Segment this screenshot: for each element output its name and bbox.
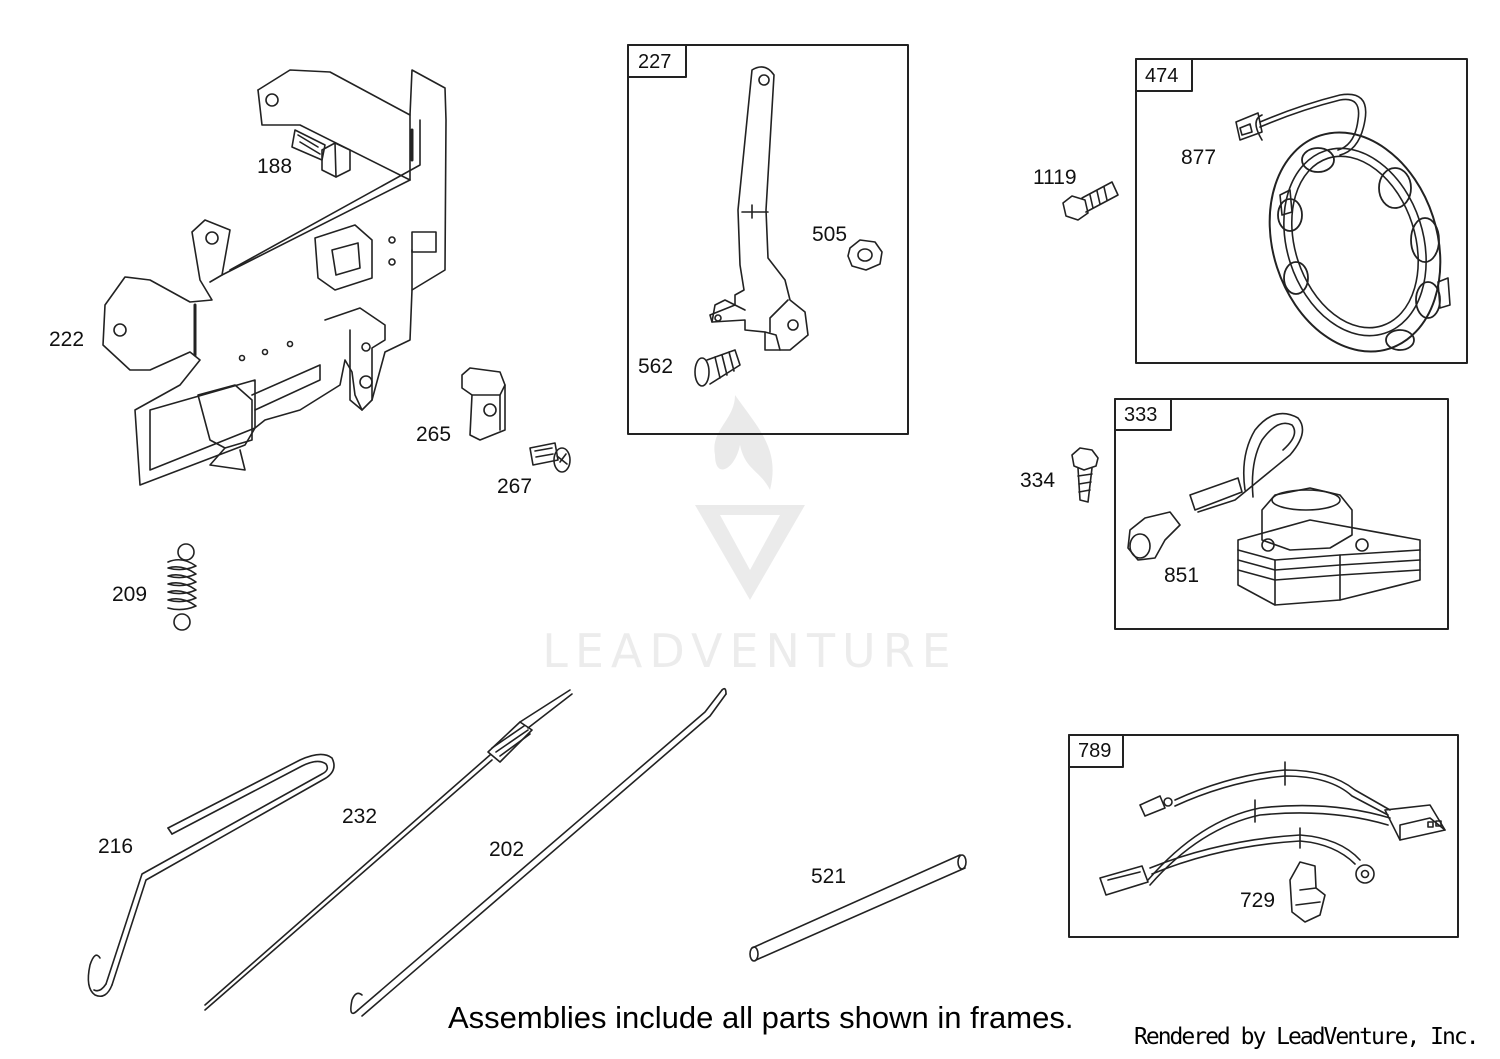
callout-202: 202: [489, 838, 525, 861]
callout-521: 521: [811, 865, 847, 888]
frame-474: [1135, 58, 1468, 364]
part-267-screw: [529, 442, 571, 473]
callout-505: 505: [812, 223, 848, 246]
callout-265: 265: [416, 423, 452, 446]
frame-227: [627, 44, 909, 435]
frame-tag-474: 474: [1145, 65, 1179, 87]
frame-tag-227: 227: [638, 51, 672, 73]
callout-562: 562: [638, 355, 674, 378]
frame-tag-789: 789: [1078, 740, 1112, 762]
part-216-governor-link: [87, 753, 335, 998]
watermark-logo: [695, 395, 805, 600]
part-505-nut: [847, 239, 883, 271]
watermark-wordmark: LEADVENTURE: [542, 624, 958, 678]
callout-232: 232: [342, 805, 378, 828]
callout-222: 222: [49, 328, 85, 351]
part-334-bolt: [1071, 447, 1099, 503]
frame-tag-333: 333: [1124, 404, 1158, 426]
callout-267: 267: [497, 475, 533, 498]
callout-188: 188: [257, 155, 293, 178]
callout-1119: 1119: [1033, 166, 1077, 189]
callout-851: 851: [1164, 564, 1200, 587]
part-202-link-rod: [350, 687, 727, 1017]
frame-333: [1114, 398, 1449, 630]
callout-877: 877: [1181, 146, 1217, 169]
part-232-cable: [204, 689, 573, 1011]
frame-789: [1068, 734, 1459, 938]
callout-209: 209: [112, 583, 148, 606]
callout-334: 334: [1020, 469, 1056, 492]
part-521-tube: [749, 854, 967, 962]
part-188-screw: [291, 129, 351, 178]
part-562-screw: [694, 349, 741, 387]
render-credit: Rendered by LeadVenture, Inc.: [1134, 1024, 1480, 1050]
assemblies-note: Assemblies include all parts shown in fr…: [448, 1000, 1074, 1035]
part-1119-bolt: [1062, 181, 1119, 221]
callout-729: 729: [1240, 889, 1276, 912]
part-222-control-bracket: [102, 69, 447, 486]
part-265-clip: [461, 367, 506, 441]
part-209-spring: [167, 543, 197, 631]
callout-216: 216: [98, 835, 134, 858]
